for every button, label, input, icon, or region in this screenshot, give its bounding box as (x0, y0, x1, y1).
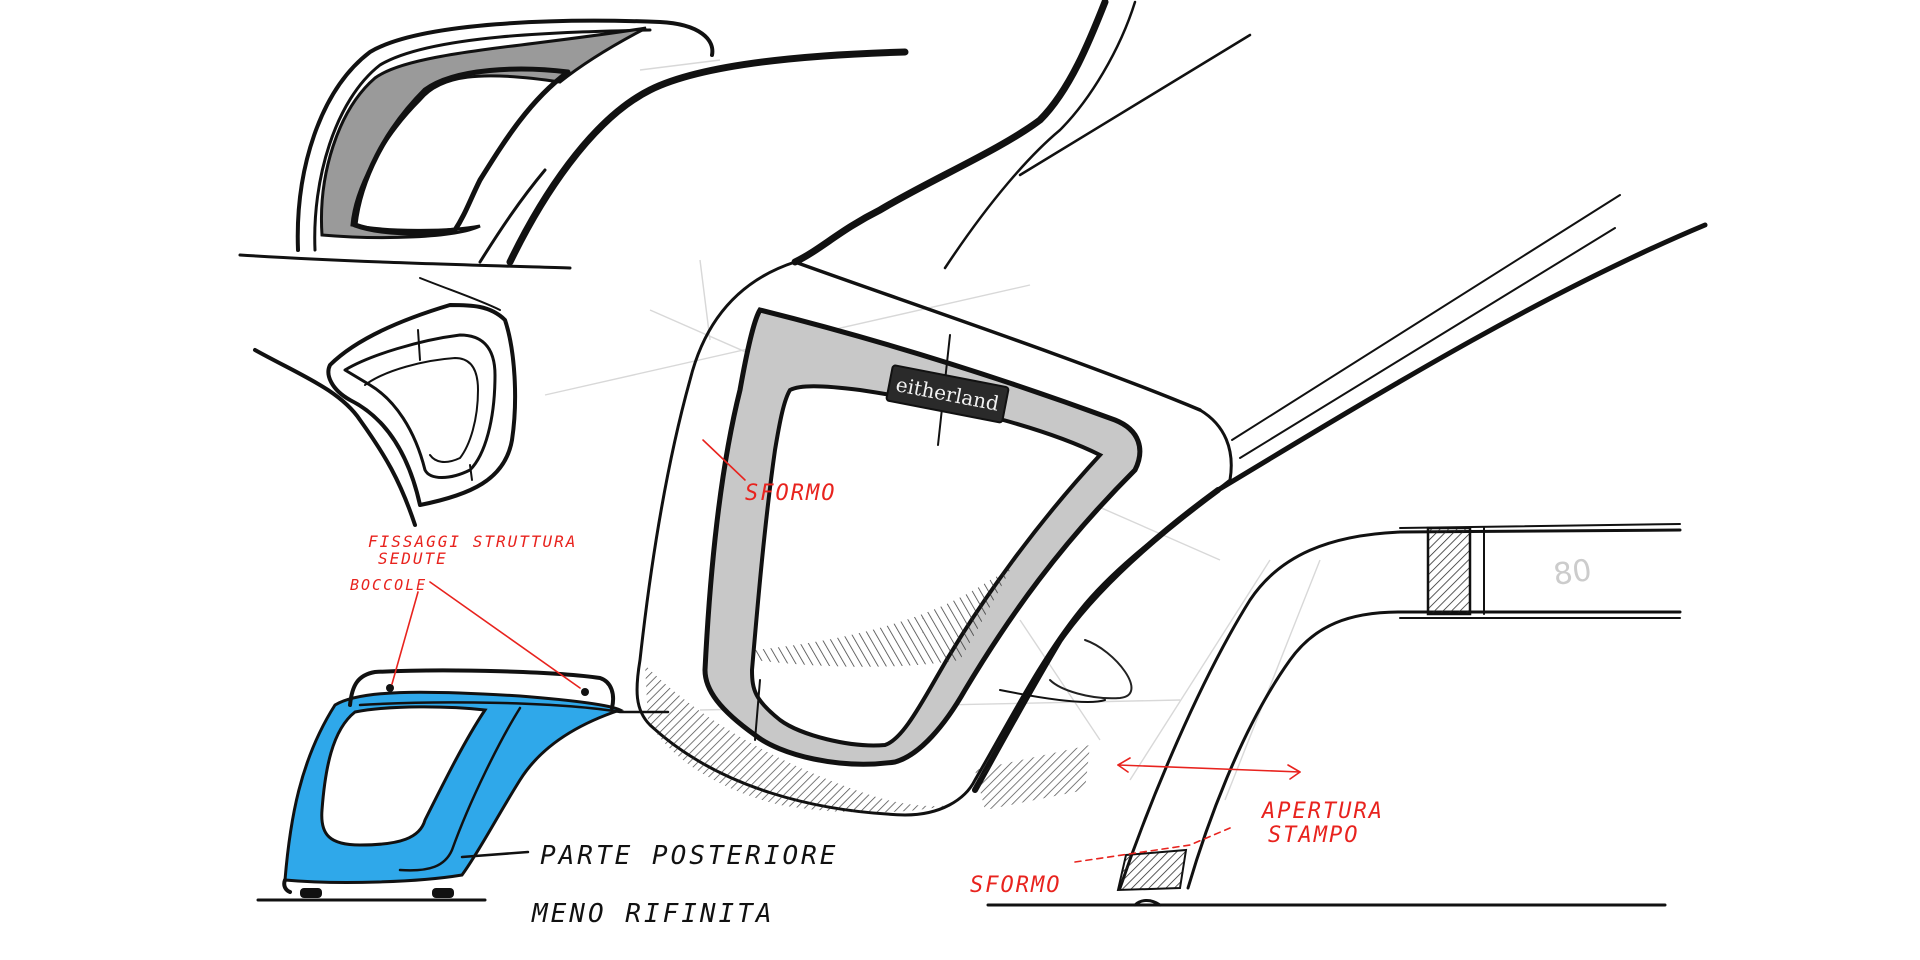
dimension-label: 80 (1551, 553, 1594, 593)
annotation-parte-posteriore: PARTE POSTERIORE (540, 841, 838, 871)
sketch-top-left-armrest (238, 18, 909, 270)
sketch-main-armrest (544, 0, 1708, 817)
annotation-fissaggi-line1: FISSAGGI STRUTTURA (368, 532, 577, 551)
annotation-sformo-main: SFORMO (745, 481, 836, 506)
annotation-boccole: BOCCOLE (350, 576, 427, 594)
annotation-apertura-line2: STAMPO (1268, 823, 1359, 848)
sketch-middle-left-armrest (253, 277, 518, 527)
sketch-blue-armrest (256, 581, 670, 902)
sketch-cross-section: 80 (986, 523, 1682, 907)
annotation-meno-rifinita: MENO RIFINITA (531, 899, 775, 929)
annotation-apertura-line1: APERTURA (1260, 799, 1384, 824)
annotation-sformo-section: SFORMO (970, 873, 1061, 898)
annotation-fissaggi-line2: SEDUTE (378, 549, 448, 568)
